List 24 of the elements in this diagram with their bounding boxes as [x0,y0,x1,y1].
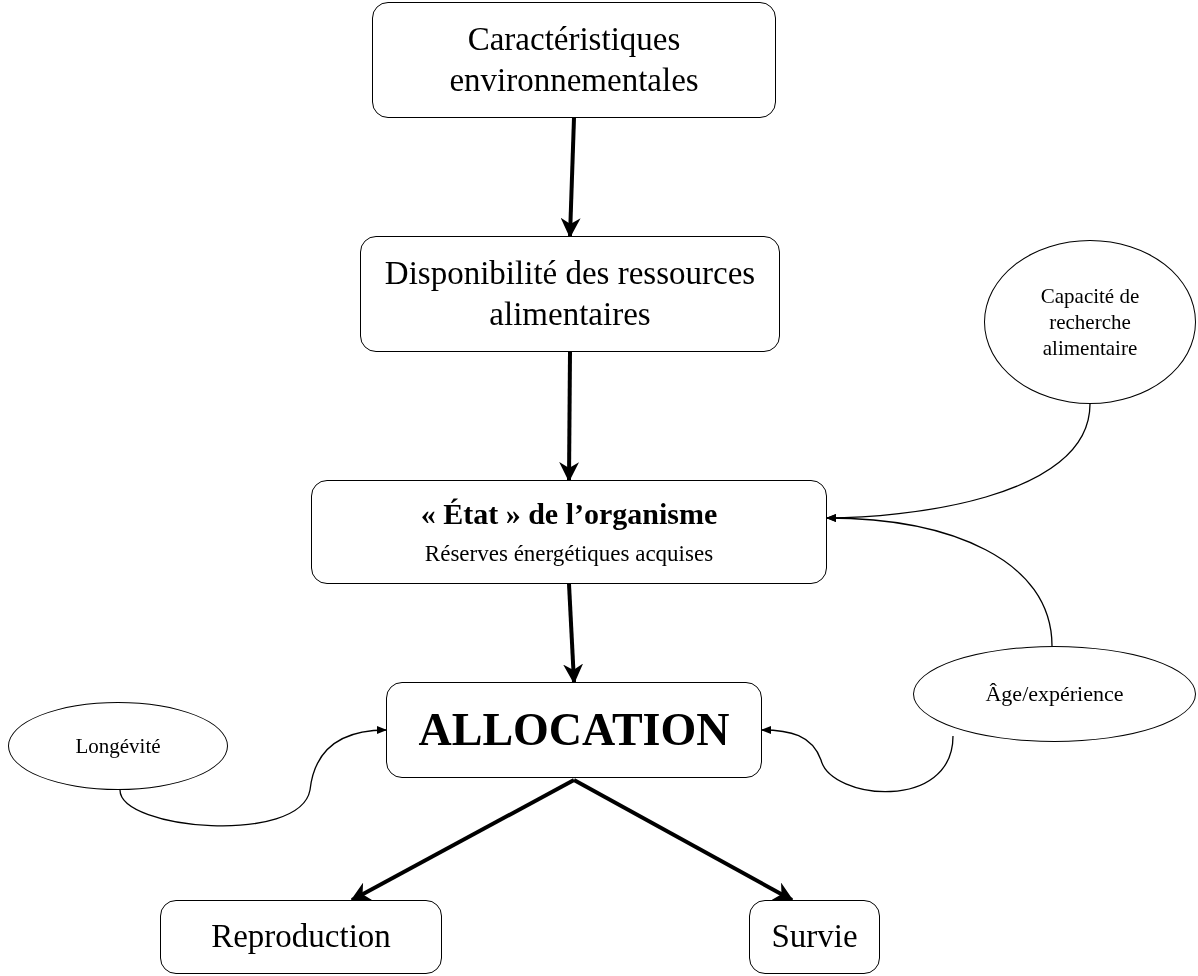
process-box [311,480,827,584]
box-text: Caractéristiques environnementales [448,19,700,100]
box-subtext: Réserves énergétiques acquises [424,540,714,569]
box-text: Survie [771,917,858,957]
process-box [749,900,880,974]
arrow [825,514,1053,647]
arrow [760,726,954,793]
arrow [350,778,575,902]
box-text: ALLOCATION [418,703,730,758]
box-text: Âge/expérience [985,680,1124,708]
arrow [573,778,794,902]
process-box [360,236,780,352]
arrow [563,583,584,684]
arrow [560,117,581,238]
process-box [386,682,762,778]
box-text: Disponibilité des ressources alimentaires [383,253,757,334]
box-text: Longévité [75,732,161,760]
process-box [372,2,776,118]
box-text: « État » de l’organisme [420,495,718,532]
box-text: Reproduction [211,917,391,957]
box-text: Capacité de recherche alimentaire [1039,282,1141,362]
arrow [559,352,580,482]
arrow [119,726,388,827]
process-box [160,900,442,974]
